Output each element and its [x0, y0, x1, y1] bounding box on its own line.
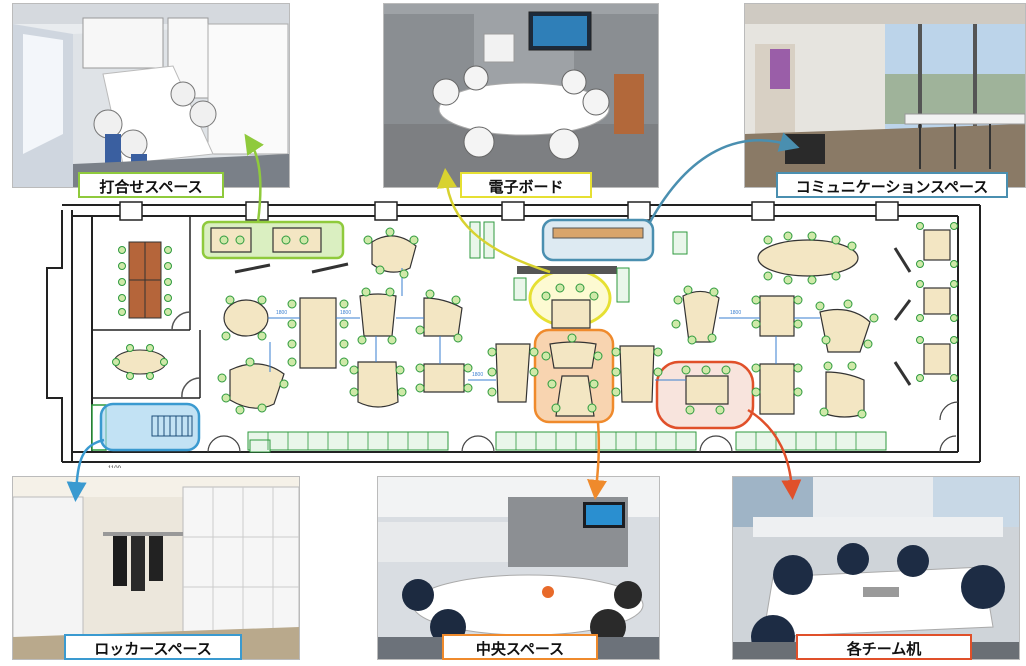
dimension-label: 1100 — [108, 466, 122, 468]
communication-space-photo — [744, 3, 1026, 188]
floor-plan: 1800 1800 1800 1800 1100 — [46, 201, 981, 468]
storage-cabinets — [247, 431, 887, 453]
dimension-label: 1800 — [472, 372, 483, 378]
central-space-photo — [377, 476, 660, 660]
locker-racks — [151, 415, 193, 437]
locker-space-caption: ロッカースペース — [64, 634, 242, 660]
team-desk-caption: 各チーム机 — [796, 634, 972, 660]
communication-zone — [541, 218, 655, 262]
small-room-table — [113, 349, 167, 375]
communication-space-caption: コミュニケーションスペース — [776, 172, 1008, 198]
dimension-lines — [268, 268, 820, 381]
benches — [234, 247, 912, 386]
left-conference-table — [128, 241, 162, 319]
team-desk-photo — [732, 476, 1020, 660]
dimension-label: 1800 — [730, 310, 741, 316]
dimension-label: 1800 — [276, 310, 287, 316]
central-space-caption: 中央スペース — [442, 634, 598, 660]
chairs — [112, 222, 958, 419]
communication-counter — [552, 227, 644, 239]
dimension-label: 1800 — [340, 310, 351, 316]
electronic-board-photo — [383, 3, 659, 188]
meeting-space-photo — [12, 3, 290, 188]
meeting-space-caption: 打合せスペース — [78, 172, 224, 198]
doors — [207, 401, 959, 453]
board-wall-unit — [513, 266, 630, 303]
desks — [210, 227, 951, 418]
walls — [46, 204, 981, 463]
locker-space-photo — [12, 476, 300, 660]
locker-zone — [99, 402, 201, 452]
